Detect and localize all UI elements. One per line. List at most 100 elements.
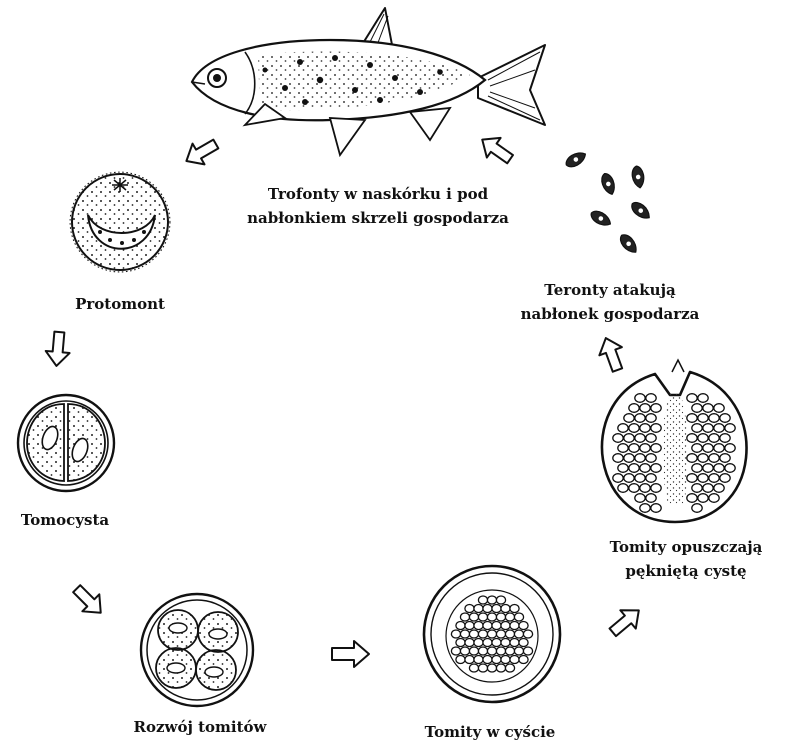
tomite-cell: [505, 630, 514, 638]
tomite-cell: [709, 454, 719, 463]
tomite-cell: [474, 605, 483, 613]
label-tomity-w-cyscie: Tomity w cyście: [400, 720, 580, 744]
tomite-cell: [469, 613, 478, 621]
protomont-illustration: [70, 172, 170, 272]
tomite-cell: [698, 454, 708, 463]
tomite-cell: [514, 630, 523, 638]
tomite-cell: [514, 613, 523, 621]
tomite-cell: [714, 484, 724, 493]
tomite-cell: [624, 414, 634, 423]
tomite-cell: [709, 494, 719, 503]
tomite-cell: [635, 414, 645, 423]
tomite-cell: [624, 474, 634, 483]
tomite-cell: [709, 414, 719, 423]
tomite-cell: [460, 630, 469, 638]
tomite-cell: [492, 622, 501, 630]
tomite-cell: [487, 647, 496, 655]
tomite-cell: [451, 647, 460, 655]
tomite-cell: [613, 454, 623, 463]
tomite-cell: [465, 639, 474, 647]
tomite-cell: [496, 596, 505, 604]
tomite-cell: [519, 656, 528, 664]
tomite-cell: [692, 484, 702, 493]
tomite-cell: [725, 424, 735, 433]
tomite-cell: [692, 504, 702, 513]
tomite-cell: [640, 464, 650, 473]
tomite-cell: [465, 622, 474, 630]
tomite-cell: [613, 434, 623, 443]
tomite-cell: [618, 444, 628, 453]
tomite-cell: [492, 656, 501, 664]
tomite-cell: [629, 404, 639, 413]
label-trofonty-line1: Trofonty w naskórku i pod: [228, 182, 528, 206]
label-teronty-line1: Teronty atakują: [510, 278, 710, 302]
tomite-cell: [478, 596, 487, 604]
arrow-cyst-to-teronty: [595, 334, 629, 374]
tomite-cell: [714, 424, 724, 433]
tomite-cell: [703, 424, 713, 433]
tomite-cell: [501, 622, 510, 630]
tomite-cell: [725, 464, 735, 473]
label-protomont: Protomont: [50, 292, 190, 316]
tomite-cell: [687, 414, 697, 423]
tomite-cell: [698, 474, 708, 483]
tomite-cell: [478, 613, 487, 621]
tomite-cell: [698, 434, 708, 443]
tomite-cell: [692, 464, 702, 473]
tomite-cell: [618, 484, 628, 493]
tomite-cell: [487, 596, 496, 604]
tomite-cell: [478, 664, 487, 672]
tomite-cell: [720, 454, 730, 463]
tomite-cell: [646, 454, 656, 463]
tomite-cell: [496, 630, 505, 638]
tomite-cell: [492, 639, 501, 647]
tomite-cell: [646, 394, 656, 403]
tomite-cell: [519, 639, 528, 647]
tomite-cell: [651, 404, 661, 413]
tomite-cell: [519, 622, 528, 630]
tomite-cell: [629, 484, 639, 493]
tomite-cell: [624, 454, 634, 463]
tomite-cell: [465, 605, 474, 613]
tomite-cell: [618, 464, 628, 473]
tomite-cell: [646, 494, 656, 503]
label-tomity-opuszczaja: Tomity opuszczają pękniętą cystę: [596, 535, 776, 583]
tomite-cell: [501, 605, 510, 613]
label-teronty: Teronty atakują nabłonek gospodarza: [510, 278, 710, 326]
tomite-cell: [465, 656, 474, 664]
tomite-cell: [635, 394, 645, 403]
tomite-cell: [510, 605, 519, 613]
tomite-cell: [613, 474, 623, 483]
tomite-cell: [714, 464, 724, 473]
tomite-cell: [505, 647, 514, 655]
tomite-cell: [483, 639, 492, 647]
tomite-cell: [501, 656, 510, 664]
tomite-cell: [635, 434, 645, 443]
tomite-cell: [646, 414, 656, 423]
tomite-cell: [487, 664, 496, 672]
tomite-cell: [492, 605, 501, 613]
tomite-cell: [651, 484, 661, 493]
tomite-cell: [651, 464, 661, 473]
tomite-cell: [640, 444, 650, 453]
tomite-cell: [646, 434, 656, 443]
tomite-cell: [501, 639, 510, 647]
tomite-cell: [451, 630, 460, 638]
tomite-cell: [692, 404, 702, 413]
tomite-cell: [469, 647, 478, 655]
arrow-tomocysta-to-rozwoj: [68, 580, 109, 621]
tomite-cell: [703, 444, 713, 453]
tomite-cell: [483, 656, 492, 664]
tomite-cell: [478, 630, 487, 638]
tomite-cell: [460, 613, 469, 621]
arrow-rozwoj-to-tomity: [332, 641, 369, 667]
tomite-cell: [698, 414, 708, 423]
tomite-cell: [703, 484, 713, 493]
tomite-cell: [651, 504, 661, 513]
label-tomocysta: Tomocysta: [0, 508, 130, 532]
tomite-cell: [523, 647, 532, 655]
label-rozwoj-tomitow: Rozwój tomitów: [110, 715, 290, 739]
tomite-cell: [687, 474, 697, 483]
tomite-cell: [698, 494, 708, 503]
tomite-cell: [483, 605, 492, 613]
